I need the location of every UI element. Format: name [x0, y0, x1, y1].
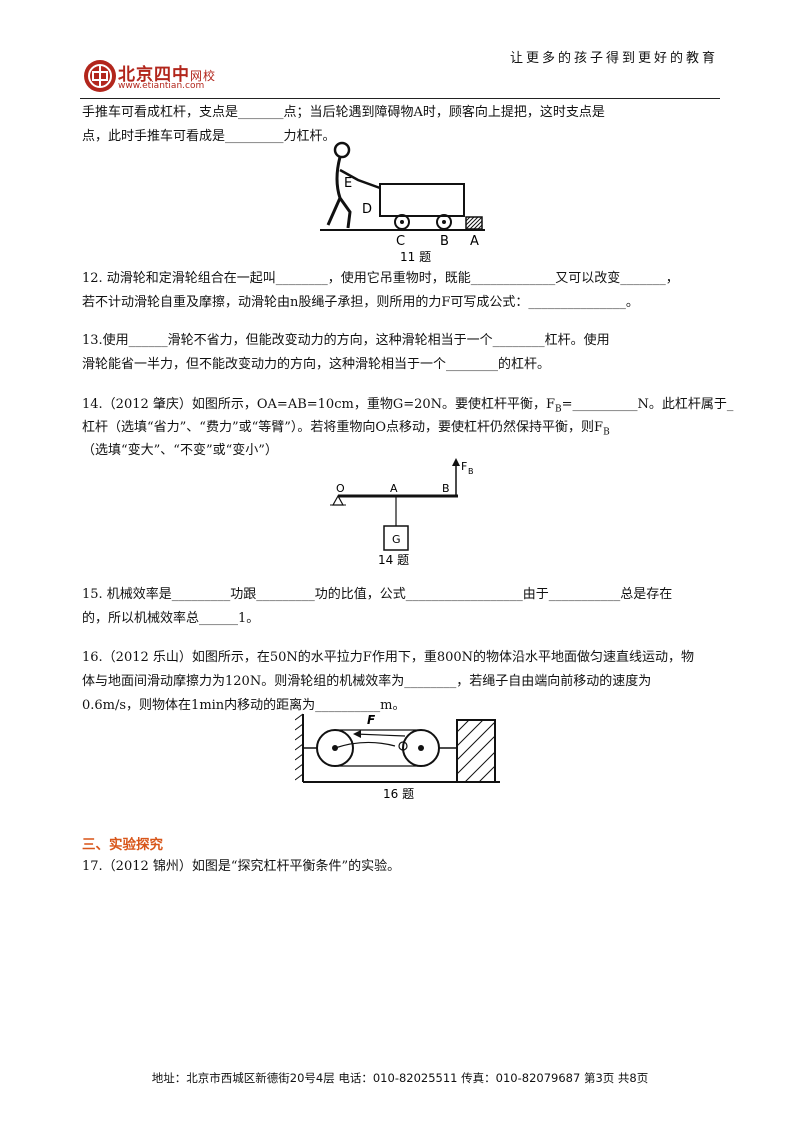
q11-line2: 点，此时手推车可看成是_________力杠杆。: [82, 129, 336, 144]
page-footer: 地址：北京市西城区新德街20号4层 电话：010-82025511 传真：010…: [151, 1071, 649, 1085]
q16-line2: 体与地面间滑动摩擦力为120N。则滑轮组的机械效率为________，若绳子自由…: [82, 674, 652, 689]
q16-line1: 16.（2012 乐山）如图所示，在50N的水平拉力F作用下，重800N的物体沿…: [82, 650, 695, 665]
fig14-label-a: A: [390, 482, 398, 495]
q14-fb-sub1: B: [555, 404, 562, 415]
q14-fb-sub2: B: [603, 427, 610, 438]
fig11-label-c: C: [396, 234, 405, 249]
q14-line3: （选填“变大”、“不变”或“变小”）: [82, 443, 278, 458]
fig14-caption: 14 题: [378, 553, 409, 567]
header-rule: [80, 98, 720, 99]
fig14-label-f-sub: B: [468, 467, 474, 476]
q16-line3: 0.6m/s，则物体在1min内移动的距离为__________m。: [82, 698, 406, 713]
q14-line2: 杠杆（选填“省力”、“费力”或“等臂”）。若将重物向O点移动，要使杠杆仍然保持平…: [82, 420, 610, 438]
q12-line1: 12. 动滑轮和定滑轮组合在一起叫________，使用它吊重物时，既能____…: [82, 271, 679, 286]
section-3-heading: 三、实验探究: [82, 837, 163, 853]
q13-line2: 滑轮能省一半力，但不能改变动力的方向，这种滑轮相当于一个________的杠杆。: [82, 357, 551, 372]
fig14-label-f: F: [461, 460, 467, 473]
q13-line1: 13.使用______滑轮不省力，但能改变动力的方向，这种滑轮相当于一个____…: [82, 333, 610, 348]
figure-11-cart: E D C B A 11 题: [320, 141, 485, 264]
fig11-label-d: D: [362, 202, 372, 217]
fig11-label-e: E: [344, 176, 352, 191]
q15-line2: 的，所以机械效率总______1。: [82, 611, 260, 626]
q14-line1: 14.（2012 肇庆）如图所示，OA=AB=10cm，重物G=20N。要使杠杆…: [82, 397, 734, 415]
logo-url: www.etiantian.com: [118, 81, 205, 91]
header-slogan: 让更多的孩子得到更好的教育: [509, 51, 718, 66]
school-logo-icon: [84, 60, 116, 92]
q12-line2: 若不计动滑轮自重及摩擦，动滑轮由n股绳子承担，则所用的力F可写成公式：_____…: [82, 295, 639, 310]
figure-16-pulley: F 16 题: [295, 713, 500, 801]
logo-name: 北京四中网校: [118, 65, 217, 85]
fig11-caption: 11 题: [400, 250, 431, 264]
logo-suffix: 网校: [190, 69, 217, 83]
fig14-label-o: O: [336, 482, 345, 495]
fig14-label-b: B: [442, 482, 450, 495]
q15-line1: 15. 机械效率是_________功跟_________功的比值，公式____…: [82, 587, 673, 602]
q11-line1: 手推车可看成杠杆，支点是_______点；当后轮遇到障碍物A时，顾客向上提把，这…: [82, 105, 605, 120]
figure-14-lever: O A B F B G 14 题: [330, 458, 474, 567]
fig14-label-g: G: [392, 533, 401, 546]
fig16-caption: 16 题: [383, 787, 414, 801]
q17-line1: 17.（2012 锦州）如图是“探究杠杆平衡条件”的实验。: [82, 859, 401, 874]
fig16-label-f: F: [367, 713, 376, 727]
fig11-label-a: A: [470, 234, 479, 249]
fig11-label-b: B: [440, 234, 449, 249]
